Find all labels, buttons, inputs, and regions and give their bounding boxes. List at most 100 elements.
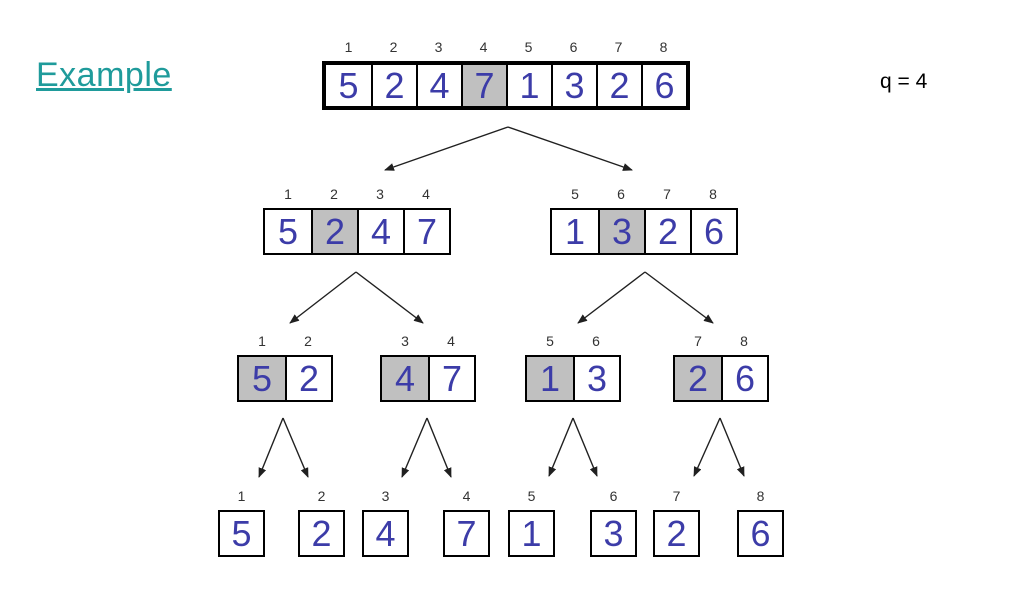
array-cell-index-1: 5	[326, 65, 371, 106]
cell-value: 3	[611, 211, 633, 252]
cell-value: 4	[394, 358, 416, 399]
cell-value: 1	[539, 358, 561, 399]
cell-value: 7	[441, 358, 463, 399]
array-cell-index-8: 6	[690, 210, 736, 253]
index-label-3: 3	[376, 186, 384, 202]
cell-value: 2	[657, 211, 679, 252]
cell-value: 5	[251, 358, 273, 399]
index-label-7: 7	[663, 186, 671, 202]
array-cell-index-5: 1	[527, 357, 573, 400]
cell-value: 1	[519, 65, 540, 106]
array-cell-index-3: 4	[382, 357, 428, 400]
cell-value: 4	[370, 211, 392, 252]
array-cell-index-2: 2	[300, 512, 343, 555]
cell-value: 5	[338, 65, 359, 106]
array-cell-index-3: 4	[357, 210, 403, 253]
array-cell-index-2: 2	[371, 65, 416, 106]
index-label-5: 5	[527, 488, 536, 504]
index-label-7: 7	[694, 333, 702, 349]
array-cell-index-6: 3	[598, 210, 644, 253]
index-label-1: 1	[344, 39, 353, 55]
split-arrow	[572, 417, 598, 477]
page-title: Example	[36, 56, 172, 94]
array-cell-index-6: 3	[573, 357, 619, 400]
index-label-6: 6	[617, 186, 625, 202]
cell-value: 6	[734, 358, 756, 399]
index-label-3: 3	[381, 488, 390, 504]
cell-value: 2	[666, 513, 687, 554]
array-cell-index-8: 6	[641, 65, 686, 106]
split-arrow	[355, 271, 424, 324]
split-arrow	[401, 417, 428, 478]
index-label-5: 5	[546, 333, 554, 349]
split-arrow	[548, 417, 574, 477]
split-arrow	[426, 417, 452, 478]
cell-value: 4	[375, 513, 396, 554]
index-label-1: 1	[237, 488, 246, 504]
index-label-2: 2	[389, 39, 398, 55]
split-arrow	[719, 417, 745, 477]
array-cell-index-6: 3	[551, 65, 596, 106]
cell-value: 2	[324, 211, 346, 252]
index-label-8: 8	[740, 333, 748, 349]
cell-value: 6	[750, 513, 771, 554]
cell-value: 7	[456, 513, 477, 554]
cell-value: 1	[521, 513, 542, 554]
cell-value: 7	[416, 211, 438, 252]
index-label-5: 5	[571, 186, 579, 202]
cell-value: 6	[703, 211, 725, 252]
array-cell-index-6: 3	[592, 512, 635, 555]
index-label-3: 3	[434, 39, 443, 55]
index-label-4: 4	[479, 39, 488, 55]
array-level4-5: 1	[508, 510, 555, 557]
index-label-2: 2	[330, 186, 338, 202]
index-label-8: 8	[659, 39, 668, 55]
array-cell-index-2: 2	[311, 210, 357, 253]
index-label-1: 1	[284, 186, 292, 202]
array-cell-index-4: 7	[428, 357, 474, 400]
array-cell-index-4: 7	[403, 210, 449, 253]
cell-value: 3	[564, 65, 585, 106]
array-cell-index-1: 5	[220, 512, 263, 555]
cell-value: 1	[564, 211, 586, 252]
cell-value: 6	[654, 65, 675, 106]
q-annotation: q = 4	[880, 70, 928, 93]
index-label-8: 8	[756, 488, 765, 504]
cell-value: 7	[474, 65, 495, 106]
cell-value: 5	[231, 513, 252, 554]
index-label-7: 7	[672, 488, 681, 504]
split-arrow	[577, 271, 646, 324]
split-arrow	[384, 126, 509, 171]
array-cell-index-3: 4	[416, 65, 461, 106]
split-arrow	[282, 417, 309, 478]
cell-value: 5	[277, 211, 299, 252]
array-level4-2: 2	[298, 510, 345, 557]
array-level4-3: 4	[362, 510, 409, 557]
split-arrow	[693, 417, 721, 477]
split-arrow	[644, 271, 714, 324]
index-label-6: 6	[592, 333, 600, 349]
array-cell-index-1: 5	[239, 357, 285, 400]
array-cell-index-5: 1	[510, 512, 553, 555]
array-cell-index-7: 2	[655, 512, 698, 555]
index-label-4: 4	[422, 186, 430, 202]
index-label-4: 4	[462, 488, 471, 504]
cell-value: 2	[687, 358, 709, 399]
array-level4-1: 5	[218, 510, 265, 557]
index-label-4: 4	[447, 333, 455, 349]
index-label-5: 5	[524, 39, 533, 55]
array-cell-index-8: 6	[739, 512, 782, 555]
index-label-8: 8	[709, 186, 717, 202]
array-level4-6: 3	[590, 510, 637, 557]
array-cell-index-7: 2	[644, 210, 690, 253]
cell-value: 3	[603, 513, 624, 554]
index-label-6: 6	[609, 488, 618, 504]
